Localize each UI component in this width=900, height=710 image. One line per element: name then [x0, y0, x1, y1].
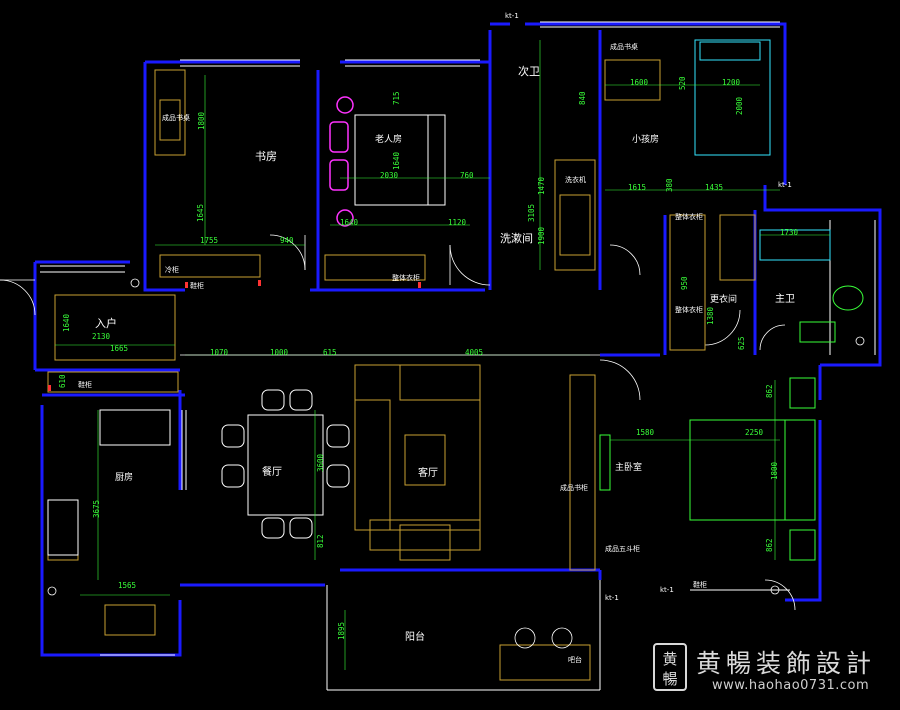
dimension-label: 1895: [337, 621, 346, 640]
room-label-walk-in-closet: 更衣间: [710, 295, 738, 305]
brand-name: 黄暢装飾設計: [696, 649, 877, 678]
dimension-label: 1640: [340, 218, 359, 227]
room-label-elder-room: 老人房: [375, 135, 403, 145]
kt-marker-2: kt-1: [605, 594, 619, 602]
dimension-label: 1900: [537, 226, 546, 245]
dimension-label: 2250: [745, 428, 764, 437]
dimension-label: 1615: [628, 183, 647, 192]
room-label-laundry: 洗漱间: [500, 232, 533, 245]
room-label-entrance: 入户: [95, 317, 117, 330]
room-label-dining: 餐厅: [262, 467, 282, 478]
dimension-label: 1000: [270, 348, 289, 357]
dimension-label: 2130: [92, 332, 111, 341]
small-bed: [694, 39, 831, 261]
dimension-label: 1600: [630, 78, 649, 87]
dimension-label: 2030: [380, 171, 399, 180]
dimension-label: 3600: [316, 453, 325, 472]
kt-marker-3: kt-1: [660, 586, 674, 594]
furniture: [47, 59, 756, 681]
fixture-label-balcony-cabinet: 吧台: [568, 656, 582, 664]
windows: [40, 21, 876, 691]
fixture-label-shoe-bottom: 鞋柜: [693, 581, 707, 589]
brand-watermark: 黄 暢 黄暢装飾設計 www.haohao0731.com: [652, 640, 892, 700]
dimension-label: 1640: [392, 151, 401, 170]
dimension-label: 4005: [465, 348, 484, 357]
dimension-label: 1640: [62, 313, 71, 332]
dimension-label: 1120: [448, 218, 467, 227]
master-bed: [599, 285, 864, 561]
room-label-kitchen: 厨房: [115, 473, 134, 483]
fixture-label-closet-left: 整体衣柜: [675, 306, 703, 314]
fixture-label-closet-top: 整体衣柜: [675, 213, 703, 221]
fixture-label-shoe-cabinet: 鞋柜: [190, 282, 204, 290]
dimension-label: 1200: [722, 78, 741, 87]
doors: [0, 234, 796, 611]
dimension-label: 1730: [780, 228, 799, 237]
kt-marker-1: kt-1: [778, 181, 792, 189]
dimension-label: 380: [665, 178, 674, 192]
room-label-master-bedroom: 主卧室: [615, 463, 643, 473]
room-label-second-wc: 次卫: [518, 65, 540, 78]
dimension-label: 3675: [92, 499, 101, 518]
elder-room-bed: [329, 96, 354, 227]
svg-text:黄: 黄: [662, 650, 677, 668]
dimension-label: 520: [678, 76, 687, 90]
brand-seal-icon: 黄 暢: [653, 643, 687, 691]
room-label-study: 书房: [255, 150, 277, 163]
dimension-label: 760: [460, 171, 474, 180]
dimension-label: 1665: [110, 344, 129, 353]
fixture-label-entry-cabinet: 鞋柜: [78, 381, 92, 389]
fixture-label-small-desk: 成品书桌: [610, 43, 638, 51]
dimension-label: 625: [737, 336, 746, 350]
room-label-balcony: 阳台: [405, 632, 425, 643]
dimension-label: 812: [316, 534, 325, 548]
dimension-label: 715: [392, 91, 401, 105]
dimension-label: 1435: [705, 183, 724, 192]
dimension-label: 2000: [735, 96, 744, 115]
kt-marker-4: kt-1: [505, 12, 519, 20]
fixture-label-study-desk: 成品书桌: [162, 114, 190, 122]
room-label-master-bath: 主卫: [775, 294, 795, 305]
fixture-label-book-cabinet: 成品五斗柜: [605, 545, 640, 553]
dimension-label: 1380: [706, 306, 715, 325]
fixture-label-elder-wardrobe: 整体衣柜: [392, 274, 420, 282]
dimension-label: 862: [765, 538, 774, 552]
dimension-label: 1800: [197, 111, 206, 130]
svg-text:暢: 暢: [662, 670, 677, 688]
dimension-label: 1070: [210, 348, 229, 357]
dimension-label: 862: [765, 384, 774, 398]
dimension-label: 1470: [537, 176, 546, 195]
dimension-label: 1580: [636, 428, 655, 437]
brand-url: www.haohao0731.com: [712, 678, 870, 693]
dimension-label: 1645: [196, 203, 205, 222]
dimension-label: 615: [323, 348, 337, 357]
dining-set: [47, 389, 350, 556]
dimension-label: 1755: [200, 236, 219, 245]
fixture-label-tv-main: 成品书柜: [560, 484, 588, 492]
room-label-small-bedroom: 小孩房: [632, 135, 660, 145]
dimension-label: 1565: [118, 581, 137, 590]
dimension-label: 840: [578, 91, 587, 105]
beam-markers: [48, 280, 421, 391]
dimension-label: 940: [280, 236, 294, 245]
dimension-label: 610: [58, 374, 67, 388]
dimension-label: 1800: [770, 461, 779, 480]
fixture-label-washer: 洗衣机: [565, 176, 586, 184]
dimension-label: 3105: [527, 203, 536, 222]
room-label-living: 客厅: [418, 468, 438, 479]
dimension-label: 950: [680, 276, 689, 290]
fixture-label-cold: 冷柜: [165, 266, 179, 274]
